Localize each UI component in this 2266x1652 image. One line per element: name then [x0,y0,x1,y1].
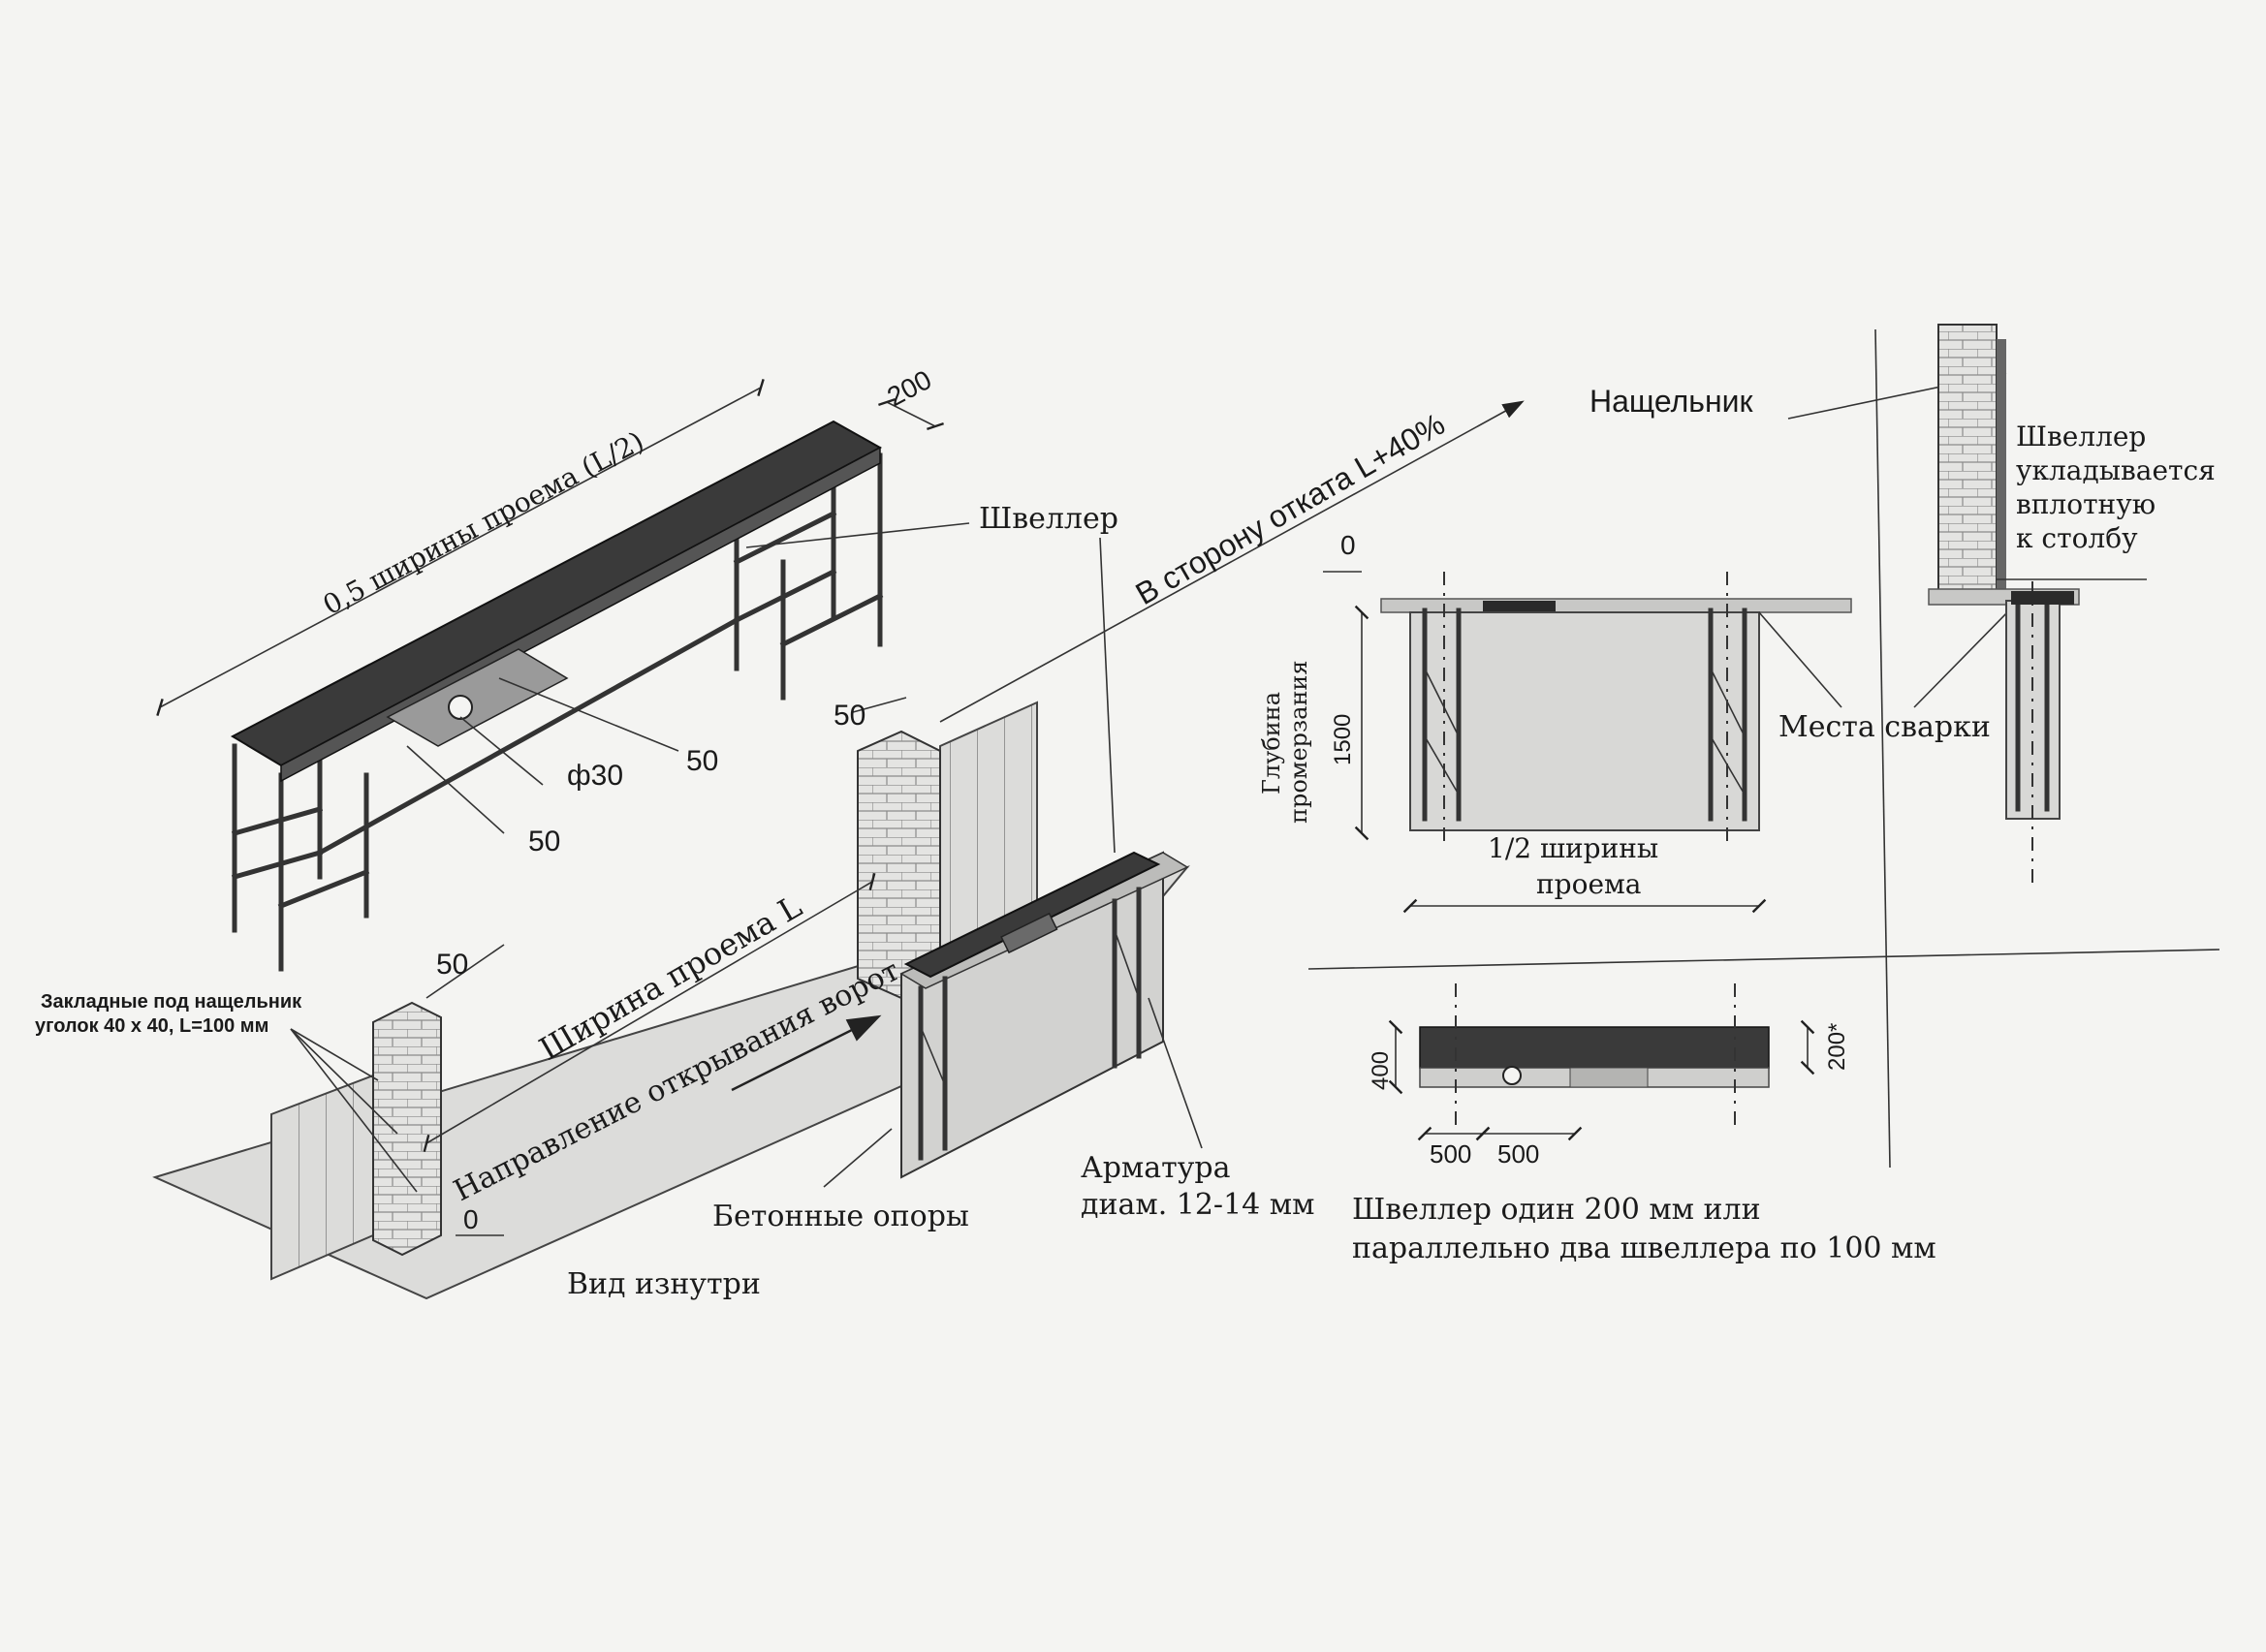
section-concrete [1409,611,1760,831]
half-width-line2: проема [1536,868,1642,900]
main-view: Швеллер В сторону отката L+40% 50 50 Зак… [35,400,1525,1301]
frame-plate-dim-a: 50 [686,745,718,777]
concrete-label: Бетонные опоры [712,1200,969,1233]
detail-pillar [1937,324,1998,592]
depth-label-line1: Глубина [1258,692,1285,795]
left-pillar [372,1001,442,1257]
top-frame: 0,5 ширины проема (L/2) 200 50 ф30 50 [156,364,944,972]
weld-label: Места сварки [1778,710,1991,744]
embed-label-line2: уголок 40 х 40, L=100 мм [35,1015,268,1037]
rebar-label-line2: диам. 12-14 мм [1081,1188,1314,1222]
depth-value: 1500 [1330,714,1356,765]
post-gap-left: 50 [436,949,468,981]
frame-hole [448,695,473,720]
channel-label: Швеллер [979,502,1118,536]
section-channel [1483,601,1556,614]
plan-seg-b: 500 [1497,1139,1539,1169]
detail-note-line1: Швеллер [2016,421,2146,452]
detail-note-line3: вплотную [2016,488,2156,520]
rebar-cage [918,887,1142,1161]
main-channel [903,851,1161,979]
plan-view: 400 200* 500 500 Швеллер один 200 мм или… [1307,949,2220,1265]
plan-note-line2: параллельно два швеллера по 100 мм [1352,1231,1936,1265]
detail-view: Швеллер укладывается вплотную к столбу [1874,324,2216,1169]
plan-channel [1419,1026,1770,1069]
post-gap-right: 50 [834,700,865,732]
plan-left-height: 400 [1368,1051,1394,1090]
rollback-label: В сторону отката L+40% [1130,406,1451,611]
plan-note-line1: Швеллер один 200 мм или [1352,1193,1761,1227]
ground-strip [1380,598,1852,613]
rebar-label-line1: Арматура [1081,1151,1231,1185]
embed-label-line1: Закладные под нащельник [41,991,302,1013]
depth-label-line2: промерзания [1285,660,1312,824]
frame-plate-dim-b: 50 [528,826,560,857]
frame-hole-label: ф30 [567,760,623,792]
plan-hole [1502,1066,1522,1085]
plan-seg-a: 500 [1430,1139,1471,1169]
frame-width-label: 200 [882,364,936,412]
view-label: Вид изнутри [567,1267,761,1301]
main-zero-mark: 0 [463,1204,479,1234]
section-view: Нащельник 0 Глубина промерзания 1500 1/2… [1258,372,2012,914]
half-width-line1: 1/2 ширины [1488,832,1658,864]
plan-right-height: 200* [1824,1023,1850,1071]
section-zero-mark: 0 [1340,530,1356,560]
detail-note-line4: к столбу [2016,522,2138,554]
detail-note-line2: укладывается [2016,454,2216,486]
cover-strip-label: Нащельник [1589,384,1754,419]
